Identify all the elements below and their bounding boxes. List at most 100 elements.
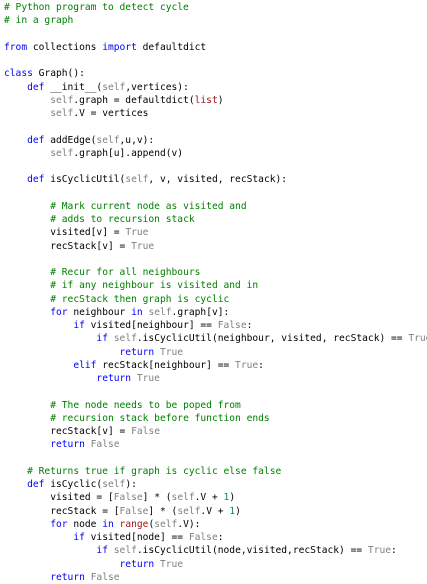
code-token: self [154,518,178,530]
code-token [4,400,50,411]
code-line: # if any neighbour is visited and in [4,279,258,292]
code-token: False [90,439,120,451]
code-token [4,294,50,305]
code-token: False [131,426,160,437]
code-token: self [102,81,126,93]
code-token: False [113,492,143,504]
code-token [4,360,73,371]
code-line: recStack[v] = True [4,240,154,253]
code-token [4,492,50,503]
code-token: elif [73,359,97,371]
code-token: True [408,333,427,345]
code-token: .isCyclicUtil(neighbour, visited, recSta… [136,333,409,345]
code-token [4,439,50,450]
code-token: recStack[v] = [50,426,132,437]
code-token: visited = [ [50,492,114,504]
code-token [4,95,50,106]
code-token: True [235,359,259,371]
code-token [4,135,27,146]
code-token: .graph = defaultdict( [73,94,195,106]
code-line: return True [4,372,160,385]
code-token: __init__( [44,81,103,93]
code-token: if [96,333,108,345]
code-token: node [67,518,103,530]
code-token: class [4,68,33,80]
code-token: def [27,134,45,146]
code-line: class Graph(): [4,67,85,80]
code-line: return False [4,571,119,584]
code-token: return [119,558,155,570]
code-token: : [391,545,397,557]
code-editor: # Python program to detect cycle# in a g… [4,2,427,583]
code-token: self [113,545,137,557]
code-token: neighbour [67,306,132,318]
code-token [4,201,50,212]
code-line: self.V = vertices [4,107,148,120]
code-line: self.graph[u].append(v) [4,147,183,160]
code-token: 1 [229,505,236,517]
code-line: # recStack then graph is cyclic [4,293,229,306]
code-token [4,82,27,93]
code-token [4,267,50,278]
code-token: .V = vertices [73,108,149,119]
code-token [4,479,27,490]
code-token: : [246,320,253,331]
code-token [4,532,73,543]
code-token: True [131,240,155,252]
code-token [4,347,120,358]
code-token: recStack[neighbour] == [96,359,236,371]
code-line: # in a graph [4,14,73,27]
code-token: True [367,545,392,557]
code-token: import [102,41,137,53]
code-token [4,466,27,477]
code-token: # Mark current node as visited and [50,200,247,212]
code-line: if visited[neighbour] == False: [4,319,252,332]
code-line: if self.isCyclicUtil(neighbour, visited,… [4,332,427,345]
code-line: # Mark current node as visited and [4,200,247,213]
code-token: visited[node] == [84,532,189,543]
code-line: # Recur for all neighbours [4,266,200,279]
code-token: list [194,94,218,106]
code-line: return True [4,346,184,359]
code-token: self [50,94,74,106]
code-token [4,506,50,517]
code-token: recStack[v] = [50,240,132,252]
code-token: # recursion stack before function ends [50,412,270,424]
code-line: for node in range(self.V): [4,518,200,531]
code-line: recStack = [False] * (self.V + 1) [4,505,241,518]
code-token: isCyclic( [44,479,103,490]
code-token [4,108,50,119]
code-token: ) [229,492,236,504]
code-token [4,320,73,331]
code-token: addEdge( [44,134,97,146]
code-token: self [50,108,74,119]
code-token [4,227,50,238]
code-line: def isCyclic(self): [4,478,137,491]
code-token: # adds to recursion stack [50,214,195,225]
code-token [4,413,50,424]
code-token: True [159,558,184,570]
code-token: if [73,532,85,543]
code-line: def isCyclicUtil(self, v, visited, recSt… [4,173,287,186]
code-line: visited[v] = True [4,226,148,239]
code-token: .V): [177,518,201,530]
code-token [4,214,50,225]
code-token: recStack = [ [50,505,120,517]
code-token: Graph(): [32,68,85,80]
code-token: # if any neighbour is visited and in [50,280,259,292]
code-token: : [217,532,224,543]
code-token: .isCyclicUtil(node,visited,recStack) == [136,545,368,557]
code-token [4,572,50,583]
code-line: # recursion stack before function ends [4,412,270,425]
code-token: ( [148,518,155,530]
code-token: .graph[u].append(v) [73,147,184,159]
code-token: ) [235,505,241,517]
code-token: False [217,320,247,331]
code-token: self [102,479,126,490]
code-token: ] * ( [148,505,178,517]
code-token [4,307,50,318]
code-token: ] * ( [142,492,172,504]
code-token: True [159,346,184,358]
code-token: return [50,571,85,583]
code-token: .graph[v]: [171,306,230,318]
